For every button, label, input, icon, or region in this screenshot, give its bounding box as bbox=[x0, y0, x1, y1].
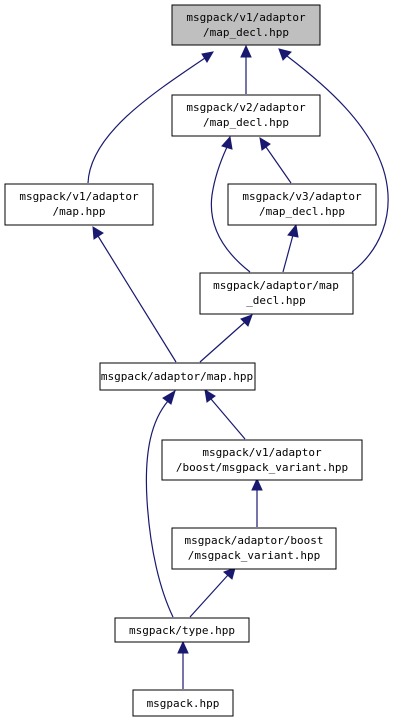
node-label-line1: msgpack/v1/adaptor bbox=[202, 446, 322, 459]
node-adaptor-map[interactable]: msgpack/adaptor/map.hpp bbox=[99, 362, 256, 391]
graph-edges bbox=[87, 44, 389, 689]
node-v1-boost-variant[interactable]: msgpack/v1/adaptor /boost/msgpack_varian… bbox=[161, 439, 363, 481]
node-label-line1: msgpack/adaptor/map.hpp bbox=[101, 370, 253, 383]
node-label-line2: _decl.hpp bbox=[246, 294, 306, 307]
edge-adaptor-map-to-v1-map bbox=[97, 235, 177, 363]
arrowhead bbox=[177, 640, 189, 654]
edge-v1-boost-variant-to-adaptor-map bbox=[210, 398, 246, 440]
node-label-line1: msgpack/adaptor/boost bbox=[184, 534, 323, 547]
arrowhead bbox=[221, 135, 233, 150]
node-label-line2: /boost/msgpack_variant.hpp bbox=[176, 461, 348, 474]
node-label-line1: msgpack.hpp bbox=[147, 697, 220, 710]
node-v1-map[interactable]: msgpack/v1/adaptor /map.hpp bbox=[4, 183, 154, 226]
arrowhead bbox=[223, 567, 236, 580]
node-boost-variant[interactable]: msgpack/adaptor/boost /msgpack_variant.h… bbox=[171, 527, 337, 570]
node-label-line1: msgpack/adaptor/map bbox=[213, 279, 339, 292]
node-label-line1: msgpack/v1/adaptor bbox=[186, 11, 306, 24]
node-label-line2: /map_decl.hpp bbox=[203, 116, 289, 129]
node-v3-map-decl[interactable]: msgpack/v3/adaptor /map_decl.hpp bbox=[227, 183, 377, 226]
arrowhead bbox=[162, 389, 176, 405]
node-label-line1: msgpack/v3/adaptor bbox=[242, 190, 362, 203]
arrowhead bbox=[201, 51, 214, 63]
node-label-line1: msgpack/v2/adaptor bbox=[186, 101, 306, 114]
edge-v3-map-decl-to-v2-map-decl bbox=[265, 146, 292, 184]
node-label-line2: /map_decl.hpp bbox=[203, 26, 289, 39]
edge-adaptor-map-decl-to-v2-map-decl bbox=[210, 146, 251, 273]
edge-v1-map-to-v1-map-decl bbox=[87, 57, 206, 184]
node-v1-map-decl[interactable]: msgpack/v1/adaptor /map_decl.hpp bbox=[171, 4, 321, 46]
edge-type-to-boost-variant bbox=[189, 574, 229, 618]
edge-adaptor-map-decl-to-v1-map-decl bbox=[286, 55, 389, 273]
node-label-line2: /map_decl.hpp bbox=[259, 205, 345, 218]
arrowhead bbox=[259, 137, 271, 151]
node-adaptor-map-decl[interactable]: msgpack/adaptor/map _decl.hpp bbox=[199, 272, 354, 315]
edge-adaptor-map-decl-to-v3-map-decl bbox=[282, 234, 294, 273]
node-msgpack[interactable]: msgpack.hpp bbox=[132, 689, 234, 717]
node-label-line1: msgpack/v1/adaptor bbox=[19, 190, 139, 203]
arrowhead bbox=[240, 44, 252, 58]
edge-adaptor-map-to-adaptor-map-decl bbox=[199, 321, 246, 363]
arrowhead bbox=[240, 314, 253, 327]
graph-nodes: msgpack/v1/adaptor /map_decl.hpp msgpack… bbox=[4, 4, 377, 717]
arrowhead bbox=[92, 226, 104, 240]
arrowhead bbox=[204, 389, 216, 403]
edge-type-to-adaptor-map bbox=[145, 400, 174, 618]
node-label-line2: /msgpack_variant.hpp bbox=[188, 549, 320, 562]
arrowhead bbox=[287, 223, 299, 238]
node-label-line2: /map.hpp bbox=[53, 205, 106, 218]
node-label-line1: msgpack/type.hpp bbox=[129, 624, 235, 637]
node-v2-map-decl[interactable]: msgpack/v2/adaptor /map_decl.hpp bbox=[171, 94, 321, 137]
arrowhead bbox=[278, 48, 292, 61]
node-type[interactable]: msgpack/type.hpp bbox=[114, 617, 250, 643]
arrowhead bbox=[251, 477, 263, 491]
